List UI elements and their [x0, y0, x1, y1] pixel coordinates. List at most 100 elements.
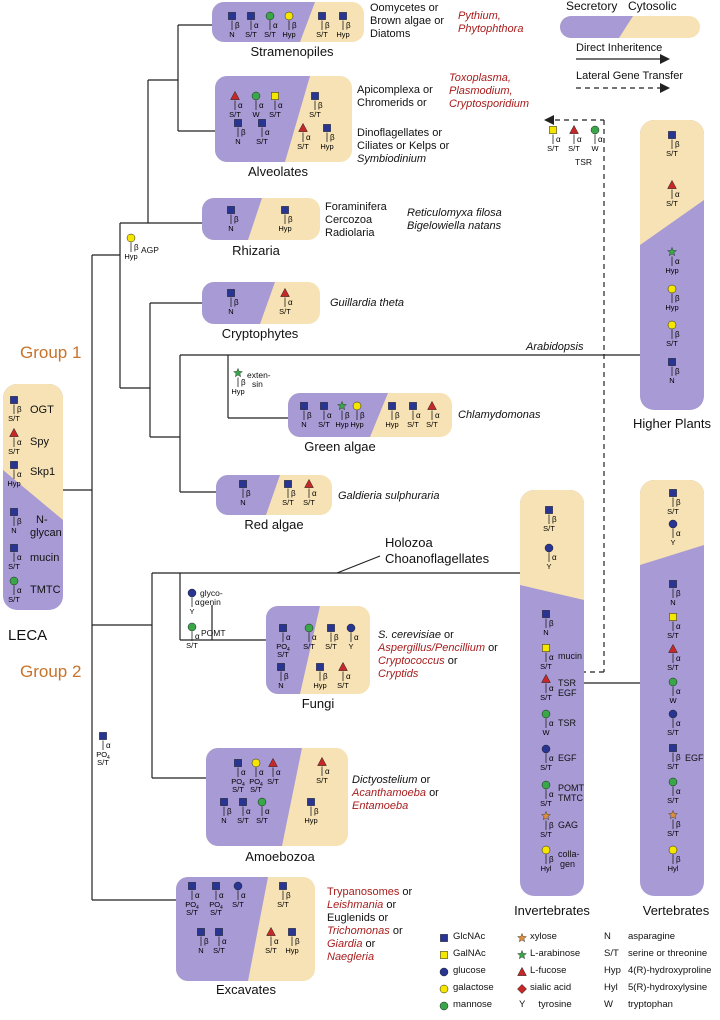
legend-fucose: L-fucose	[530, 965, 567, 976]
glycan-symbol: βS/T	[282, 480, 296, 507]
invert-egf-label: EGF	[558, 688, 577, 698]
residue-label: S/T	[229, 110, 241, 119]
anomeric-label: α	[195, 891, 200, 900]
legend-galnac: GalNAc	[453, 948, 486, 959]
residue-label: Y	[189, 607, 194, 616]
anomeric-label: α	[325, 767, 330, 776]
anomeric-label: α	[549, 719, 554, 728]
fungi-species-1: S. cerevisiae	[378, 629, 441, 641]
ogt-label: OGT	[30, 404, 54, 416]
residue-label: N	[670, 598, 675, 607]
rhizaria-pill	[202, 198, 320, 240]
glycan-symbol: αS/T	[540, 744, 554, 772]
residue-label: N	[235, 137, 240, 146]
residue-label: S/T	[250, 785, 262, 794]
rhizaria-desc-2: Cercozoa	[325, 214, 373, 226]
glycan-symbol: αW	[668, 677, 681, 705]
glycan-symbol: αS/T	[8, 576, 22, 604]
anomeric-label: α	[549, 684, 554, 693]
legend-mannose: mannose	[453, 999, 493, 1010]
excavates-or-1: or	[402, 886, 413, 898]
rhizaria-desc-3: Radiolaria	[325, 227, 375, 239]
legend-full-hyl: 5(R)-hydroxylysine	[628, 982, 708, 993]
anomeric-label: α	[552, 553, 557, 562]
anomeric-label: β	[292, 21, 297, 30]
glycan-symbol: βS/T	[666, 320, 680, 348]
anomeric-label: β	[234, 298, 239, 307]
invertebrates-name: Invertebrates	[514, 903, 590, 918]
nglycan-label-2: glycan	[30, 527, 62, 539]
anomeric-label: α	[288, 298, 293, 307]
fungi-or-3: or	[447, 655, 458, 667]
residue-label: S/T	[210, 908, 222, 917]
direct-inheritance-label: Direct Inheritence	[576, 42, 663, 54]
rhizaria-species-2: Bigelowiella natans	[407, 220, 502, 232]
residue-label: S/T	[8, 595, 20, 604]
residue-label: W	[252, 110, 260, 119]
glycan-symbol: αS/T	[667, 643, 681, 672]
anomeric-label: α	[278, 101, 283, 110]
glycan-symbol: αS/T	[303, 478, 317, 507]
legend-l-arabinose-icon	[517, 949, 527, 960]
residue-label: S/T	[282, 498, 294, 507]
alveolates-species-2: Plasmodium,	[449, 85, 513, 97]
glycan-symbol: βS/T	[667, 744, 681, 771]
cytosolic-label: Cytosolic	[628, 0, 677, 13]
anomeric-label: β	[676, 855, 681, 864]
residue-label: Hyp	[350, 420, 363, 429]
red-algae-species: Galdieria sulphuraria	[338, 490, 440, 502]
residue-label: PO4	[209, 900, 223, 911]
excavates-species-4: Trichomonas	[327, 925, 390, 937]
leca-pill	[3, 384, 63, 610]
residue-label: S/T	[264, 30, 276, 39]
anomeric-label: α	[312, 489, 317, 498]
lateral-transfer-lines	[555, 119, 605, 673]
excavates-or-2: or	[386, 899, 397, 911]
residue-label: S/T	[245, 30, 257, 39]
residue-label: S/T	[318, 420, 330, 429]
group-1-label: Group 1	[20, 343, 82, 362]
mucin-label: mucin	[30, 552, 60, 564]
glycan-symbol: αS/T	[8, 427, 22, 456]
anomeric-label: β	[314, 807, 319, 816]
cryptophytes-species: Guillardia theta	[330, 297, 404, 309]
residue-label: Hyp	[282, 30, 295, 39]
green-algae-pill	[288, 393, 452, 437]
legend-full-w: tryptophan	[628, 999, 673, 1010]
stramenopiles-species-1: Pythium,	[458, 10, 501, 22]
legend-full-hyp: 4(R)-hydroxyproline	[628, 965, 712, 976]
glycan-symbol: αS/T	[245, 12, 259, 39]
anomeric-label: α	[259, 768, 264, 777]
excavates-species-5: Giardia	[327, 938, 363, 950]
rhizaria-name: Rhizaria	[232, 243, 280, 258]
residue-label: S/T	[267, 777, 279, 786]
residue-label: S/T	[265, 946, 277, 955]
anomeric-label: β	[552, 515, 557, 524]
residue-label: S/T	[186, 908, 198, 917]
residue-label: Hyp	[665, 303, 678, 312]
residue-label: Hyp	[313, 681, 326, 690]
legend-tyrosine: Y tyrosine	[519, 999, 572, 1010]
legend-galnac-icon	[440, 951, 448, 959]
anomeric-label: β	[325, 21, 330, 30]
fungi-or-1: or	[444, 629, 454, 641]
choanoflagellates-label: Choanoflagellates	[385, 551, 490, 566]
amoebozoa-or-2: or	[429, 787, 439, 799]
residue-label: Hyp	[124, 252, 137, 261]
anomeric-label: β	[334, 633, 339, 642]
anomeric-label: α	[416, 411, 421, 420]
legend-glucose: glucose	[453, 965, 486, 976]
residue-label: Hyp	[385, 420, 398, 429]
anomeric-label: β	[17, 517, 22, 526]
anomeric-label: α	[556, 135, 561, 144]
residue-label: W	[542, 728, 550, 737]
